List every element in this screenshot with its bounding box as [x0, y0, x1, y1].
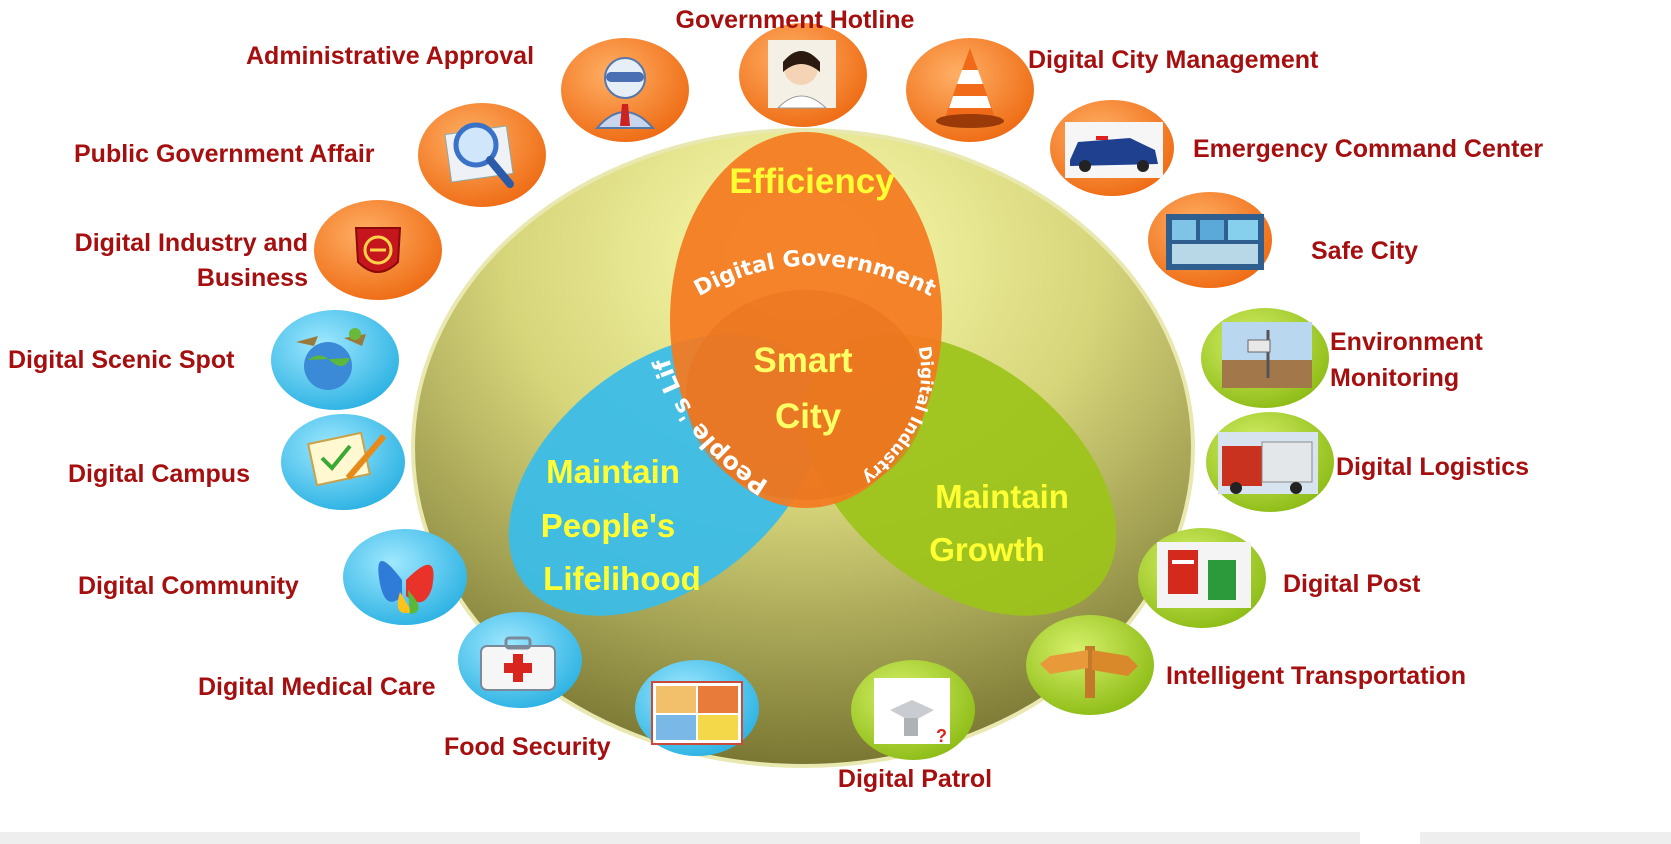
hotline-icon	[739, 23, 867, 127]
truck-icon	[1206, 412, 1334, 512]
label-digital-logistics: Digital Logistics	[1336, 453, 1530, 481]
emblem-icon	[314, 200, 442, 300]
surveillance-screens-icon	[1148, 192, 1272, 288]
label-emergency-command-center: Emergency Command Center	[1193, 135, 1544, 163]
label-digital-industry-line2: Business	[196, 264, 308, 292]
label-digital-patrol: Digital Patrol	[837, 765, 993, 793]
core-overlap	[686, 290, 926, 500]
food-inspection-icon	[635, 660, 759, 756]
label-digital-campus: Digital Campus	[68, 460, 250, 488]
lifelihood-label-3: Lifelihood	[543, 560, 701, 597]
svg-text:?: ?	[936, 726, 947, 746]
center-title-line2: City	[775, 397, 842, 436]
label-food-security: Food Security	[444, 733, 611, 761]
patrol-icon: ?	[851, 660, 975, 760]
globe-island-icon	[271, 310, 399, 410]
approval-icon	[561, 38, 689, 142]
label-safe-city: Safe City	[1311, 237, 1418, 265]
growth-label-2: Growth	[929, 531, 1044, 568]
traffic-cone-icon	[906, 38, 1034, 142]
growth-label-1: Maintain	[935, 478, 1069, 515]
police-car-icon	[1050, 100, 1174, 196]
lifelihood-label-1: Maintain	[546, 453, 680, 490]
label-environment-monitoring-line2: Monitoring	[1330, 364, 1460, 392]
label-intelligent-transportation: Intelligent Transportation	[1166, 662, 1467, 690]
search-document-icon	[418, 103, 546, 207]
efficiency-label: Efficiency	[729, 162, 895, 201]
bottom-divider	[0, 832, 1360, 844]
bottom-divider-right	[1420, 832, 1671, 844]
label-environment-monitoring-line1: Environment	[1330, 328, 1483, 356]
label-digital-medical-care: Digital Medical Care	[198, 673, 436, 701]
weather-station-icon	[1201, 308, 1329, 408]
butterfly-icon	[343, 529, 467, 625]
label-digital-scenic-spot: Digital Scenic Spot	[8, 346, 235, 374]
label-digital-city-management: Digital City Management	[1028, 46, 1319, 74]
label-digital-community: Digital Community	[78, 572, 299, 600]
label-digital-post: Digital Post	[1283, 570, 1421, 598]
road-sign-icon	[1026, 615, 1154, 715]
first-aid-kit-icon	[458, 612, 582, 708]
label-digital-industry-line1: Digital Industry and	[74, 229, 308, 257]
label-public-government-affair: Public Government Affair	[74, 140, 375, 168]
checklist-pencil-icon	[281, 414, 405, 510]
mailbox-icon	[1138, 528, 1266, 628]
center-title-line1: Smart	[753, 341, 853, 380]
label-government-hotline: Government Hotline	[675, 6, 915, 34]
label-administrative-approval: Administrative Approval	[246, 42, 535, 70]
lifelihood-label-2: People's	[541, 507, 675, 544]
